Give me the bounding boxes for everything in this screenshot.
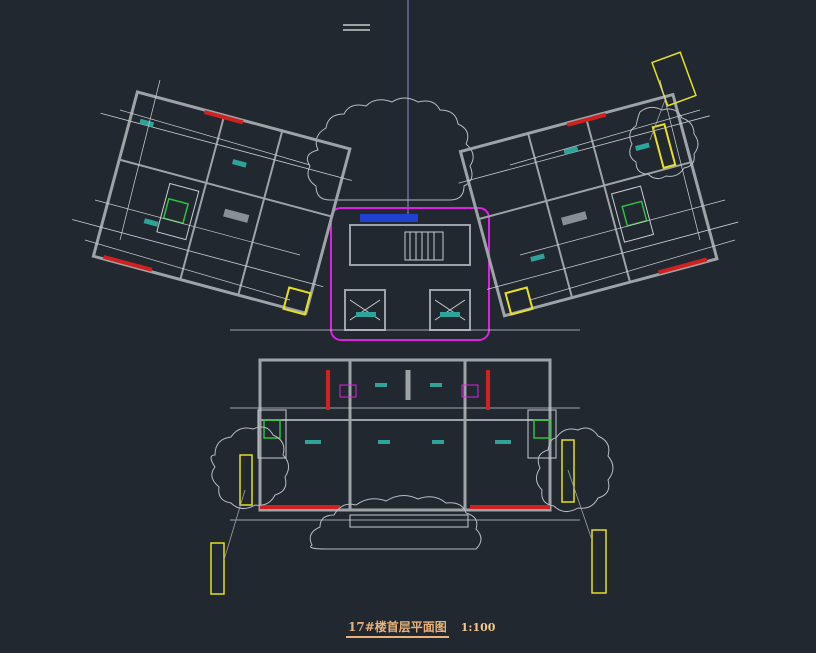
left-yellow-square: [282, 286, 312, 316]
drawing-scale: 1:100: [460, 621, 496, 634]
revision-cloud-bottom-center: [309, 495, 482, 550]
revision-cloud-bottom-right: [536, 427, 614, 512]
drawing-title: 17#楼首层平面图: [346, 618, 449, 638]
right-yellow-square: [504, 286, 534, 316]
left-wing: [72, 90, 352, 315]
center-core: [344, 214, 471, 331]
callout-rects: [210, 51, 697, 595]
drawing-title-block: 17#楼首层平面图 1:100: [346, 618, 495, 638]
core-outline-magenta: [330, 207, 490, 341]
grid-lines: [84, 79, 736, 301]
callout-leaders: [223, 99, 666, 561]
revision-cloud-right-wing: [629, 106, 699, 180]
revision-cloud-bottom-left: [210, 426, 289, 509]
revision-cloud-top: [306, 97, 474, 201]
legend-marks: [343, 24, 370, 31]
right-wing: [458, 92, 739, 318]
right-yellow-bar: [651, 122, 677, 170]
lower-block: [230, 329, 580, 528]
